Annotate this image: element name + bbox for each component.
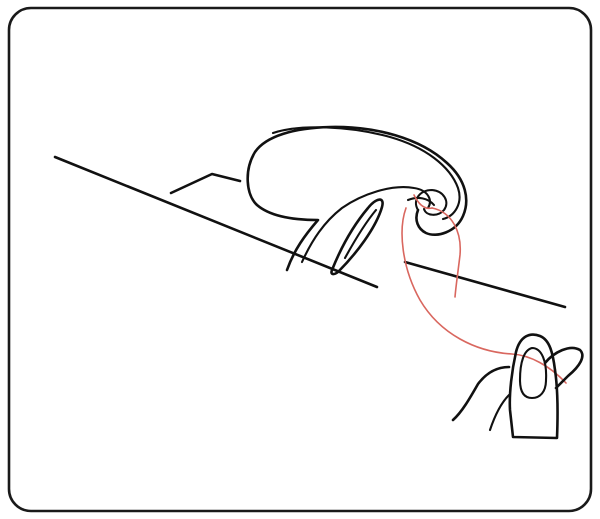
hand-knuckle-line <box>490 395 509 430</box>
hand-thumb <box>545 348 582 388</box>
machine-rail-line <box>405 262 565 307</box>
machine-bed-line <box>55 157 377 287</box>
plate-step-line <box>171 174 240 193</box>
hand-finger <box>510 335 558 438</box>
hand-fingernail <box>520 348 546 398</box>
hook-body-inner <box>273 127 460 219</box>
thread-loop <box>432 208 460 297</box>
hand-palm <box>453 367 509 420</box>
frame-border <box>9 8 591 511</box>
